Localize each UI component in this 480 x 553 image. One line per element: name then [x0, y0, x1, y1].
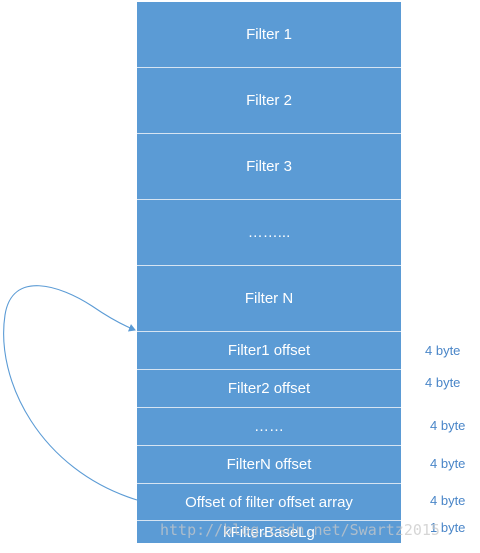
filter-n-block: Filter N [137, 266, 401, 332]
block-label: ……... [247, 224, 291, 241]
size-label-kfilterbaselg: 1 byte [430, 520, 466, 535]
block-label: Filter 1 [246, 26, 292, 43]
block-label: FilterN offset [226, 456, 312, 473]
block-label: Filter 2 [246, 92, 292, 109]
size-label-filter1-offset: 4 byte [425, 343, 461, 358]
arrow-curve [3, 285, 138, 501]
filter-ellipsis-block: ……... [137, 200, 401, 266]
block-label: Offset of filter offset array [185, 493, 353, 511]
block-label: …… [254, 418, 284, 435]
kfilterbaselg-block: kFilterBaseLg [137, 521, 401, 543]
size-label-offset-array: 4 byte [430, 493, 466, 508]
size-label-ellipsis: 4 byte [430, 418, 466, 433]
block-label: Filter1 offset [227, 342, 311, 359]
block-label: Filter2 offset [227, 380, 311, 397]
size-label-filter2-offset: 4 byte [425, 375, 461, 390]
block-label: Filter N [244, 290, 294, 307]
offset-ellipsis-block: …… [137, 408, 401, 446]
filter-1-block: Filter 1 [137, 2, 401, 68]
offset-array-block: Offset of filter offset array [137, 484, 401, 521]
filter-2-block: Filter 2 [137, 68, 401, 134]
filter1-offset-block: Filter1 offset [137, 332, 401, 370]
block-label: Filter 3 [246, 158, 292, 175]
size-label-filtern-offset: 4 byte [430, 456, 466, 471]
filter-3-block: Filter 3 [137, 134, 401, 200]
filtern-offset-block: FilterN offset [137, 446, 401, 484]
block-label: kFilterBaseLg [223, 523, 315, 541]
filter2-offset-block: Filter2 offset [137, 370, 401, 408]
memory-layout-stack: Filter 1 Filter 2 Filter 3 ……... Filter … [137, 2, 401, 543]
